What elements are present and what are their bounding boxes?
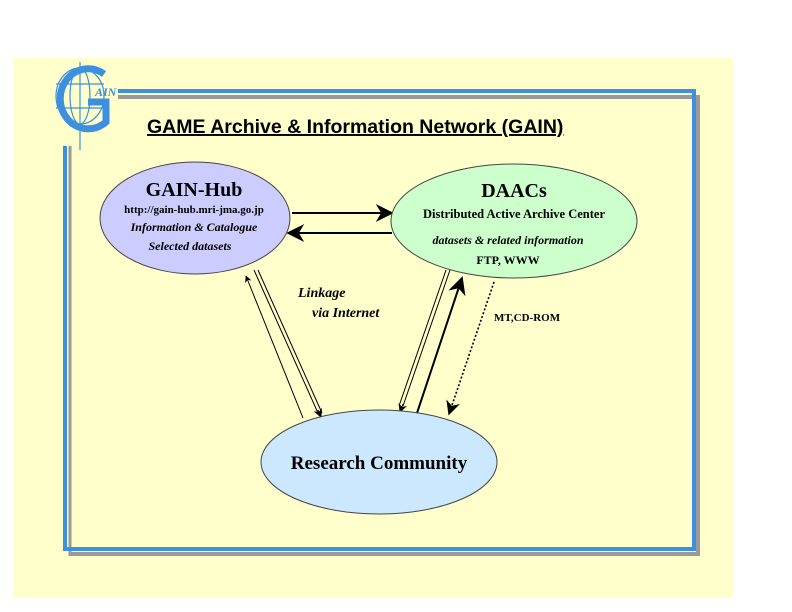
label-linkage: Linkage (297, 286, 345, 301)
hub-url: http://gain-hub.mri-jma.go.jp (124, 204, 264, 216)
node-daacs[interactable]: DAACs Distributed Active Archive Center … (390, 163, 638, 279)
edges (245, 204, 495, 419)
hub-line1: Information & Catalogue (130, 220, 258, 234)
gain-logo: AIN (55, 62, 118, 150)
community-title: Research Community (291, 453, 468, 474)
hub-line2: Selected datasets (149, 239, 232, 253)
node-research-community[interactable]: Research Community (260, 409, 498, 515)
daacs-line1: datasets & related information (432, 233, 583, 247)
edge-community-to-hub (245, 275, 304, 419)
page-title: GAME Archive & Information Network (GAIN… (147, 116, 563, 138)
node-gain-hub[interactable]: GAIN-Hub http://gain-hub.mri-jma.go.jp I… (99, 161, 291, 275)
daacs-title: DAACs (481, 180, 547, 202)
daacs-line2: FTP, WWW (476, 253, 539, 267)
frame-border (63, 89, 696, 551)
frame-shadow (68, 95, 700, 556)
edge-daacs-to-community-media (446, 281, 495, 416)
daacs-subtitle: Distributed Active Archive Center (423, 207, 605, 221)
edge-community-to-daacs (416, 276, 466, 414)
hub-title: GAIN-Hub (146, 179, 243, 201)
edge-hub-to-community (253, 269, 323, 418)
logo-text: AIN (94, 85, 118, 99)
logo-g-letter (56, 65, 110, 133)
label-media: MT,CD-ROM (494, 312, 561, 324)
label-via-internet: via Internet (312, 306, 380, 321)
